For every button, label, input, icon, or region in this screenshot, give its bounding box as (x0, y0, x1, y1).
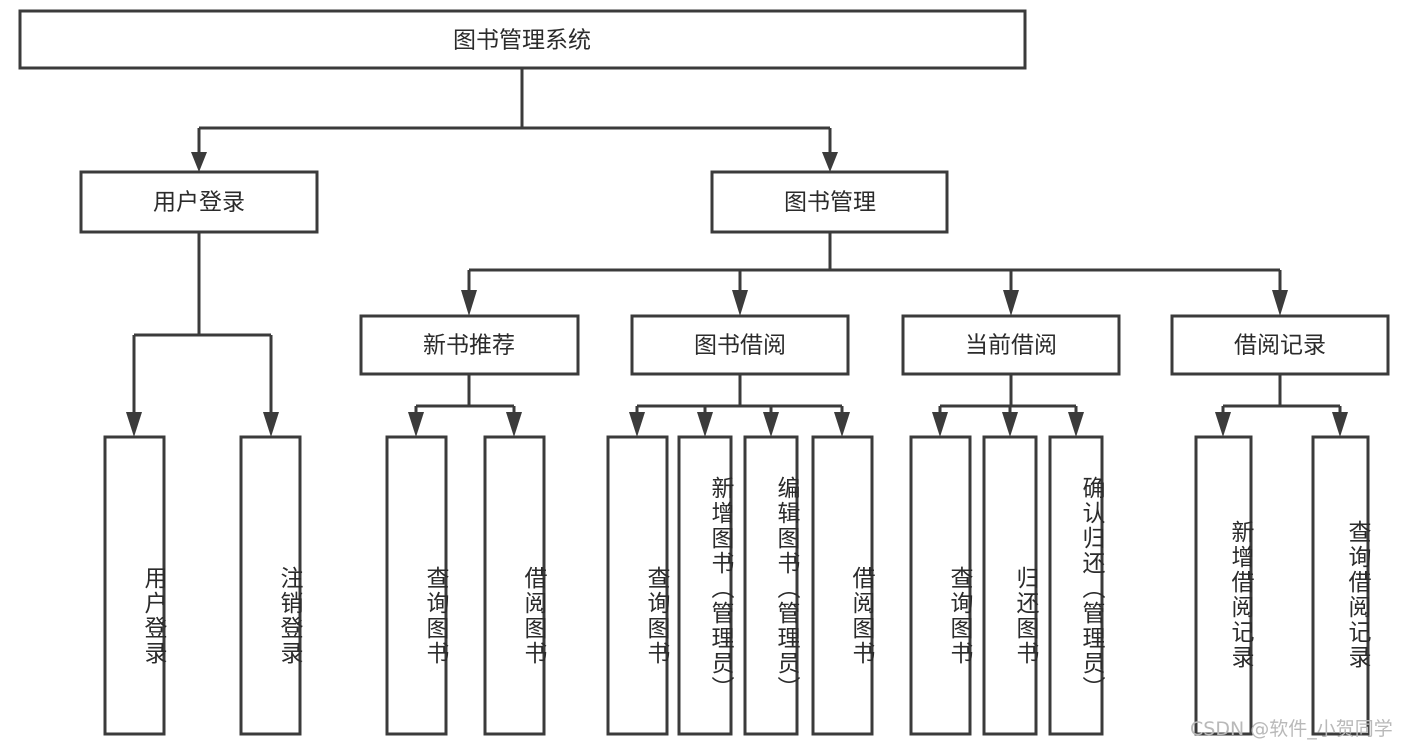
node-borrow-record[interactable]: 借阅记录 (1170, 314, 1390, 376)
node-leaf-confirm-return-admin[interactable] (1048, 435, 1104, 736)
connector-root-to-level2 (197, 68, 832, 158)
node-book-borrow[interactable]: 图书借阅 (630, 314, 850, 376)
connector-new-book-rec-to-leaves (408, 374, 522, 437)
node-leaf-add-borrow-record[interactable] (1194, 435, 1253, 736)
node-new-book-rec-label: 新书推荐 (423, 333, 515, 359)
arrowhead-to-user-login (191, 152, 207, 172)
node-leaf-query-borrow-record[interactable] (1311, 435, 1370, 736)
node-leaf-user-login[interactable] (103, 435, 166, 736)
node-new-book-rec[interactable]: 新书推荐 (359, 314, 580, 376)
node-borrow-record-label: 借阅记录 (1234, 333, 1326, 359)
node-leaf-user-logout[interactable] (239, 435, 302, 736)
node-book-manage-label: 图书管理 (784, 190, 876, 216)
arrowhead-to-book-manage (822, 152, 838, 172)
node-leaf-edit-book-admin[interactable] (743, 435, 799, 736)
node-leaf-query-book-cur[interactable] (909, 435, 972, 736)
node-leaf-borrow-book[interactable] (811, 435, 874, 736)
node-root[interactable]: 图书管理系统 (18, 9, 1027, 70)
connector-borrow-record-to-leaves (1215, 374, 1348, 437)
connector-user-login-to-leaves (126, 232, 279, 437)
connector-book-manage-to-level3 (461, 232, 1288, 316)
connector-book-borrow-to-leaves (629, 374, 850, 437)
node-leaf-query-book-borrow[interactable] (606, 435, 669, 736)
node-current-borrow[interactable]: 当前借阅 (901, 314, 1121, 376)
node-current-borrow-label: 当前借阅 (965, 333, 1057, 359)
node-leaf-return-book[interactable] (982, 435, 1038, 736)
connector-current-borrow-to-leaves (932, 374, 1084, 437)
node-leaf-borrow-book-rec[interactable] (483, 435, 546, 736)
node-leaf-add-book-admin[interactable] (677, 435, 733, 736)
node-book-borrow-label: 图书借阅 (694, 333, 786, 359)
csdn-watermark: CSDN @软件_小贺同学 (1190, 718, 1393, 740)
node-book-manage[interactable]: 图书管理 (710, 170, 949, 234)
node-leaf-query-book-rec[interactable] (385, 435, 448, 736)
node-user-login-label: 用户登录 (153, 190, 245, 216)
node-user-login[interactable]: 用户登录 (79, 170, 319, 234)
node-root-label: 图书管理系统 (453, 28, 591, 54)
